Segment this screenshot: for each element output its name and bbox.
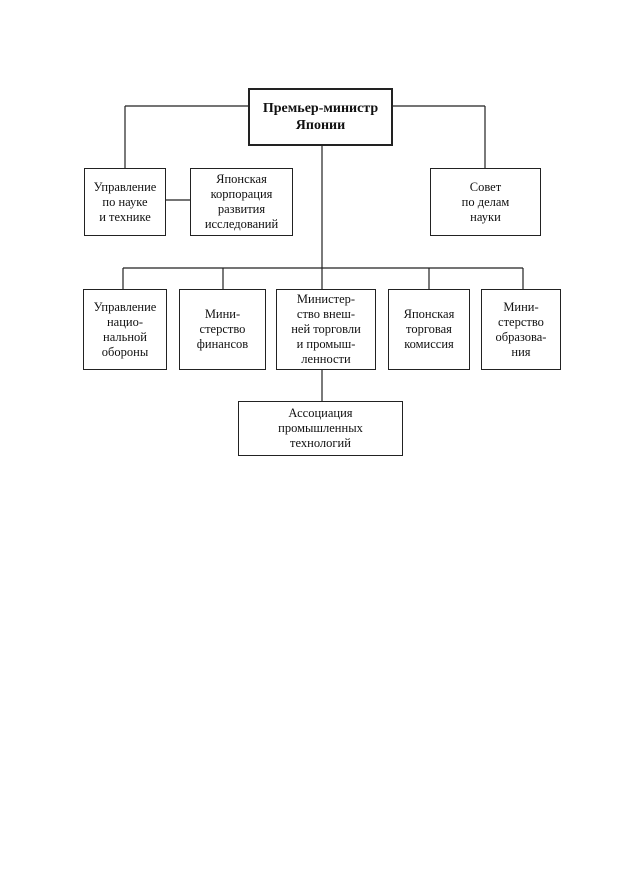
node-technology-association: Ассоциация промышленных технологий <box>238 401 403 456</box>
node-label: Ассоциация промышленных технологий <box>278 406 363 450</box>
node-defense-agency: Управление нацио- нальной обороны <box>83 289 167 370</box>
node-label: Мини- стерство образова- ния <box>495 299 547 359</box>
node-research-corporation: Японская корпорация развития исследовани… <box>190 168 293 236</box>
node-label: Министер- ство внеш- ней торговли и пром… <box>291 292 361 366</box>
node-label: Управление по науке и технике <box>93 179 157 224</box>
node-label: Японская торговая комиссия <box>403 307 455 351</box>
node-science-council: Совет по делам науки <box>430 168 541 236</box>
node-science-agency: Управление по науке и технике <box>84 168 166 236</box>
node-education-ministry: Мини- стерство образова- ния <box>481 289 561 370</box>
node-finance-ministry: Мини- стерство финансов <box>179 289 266 370</box>
node-trade-ministry: Министер- ство внеш- ней торговли и пром… <box>276 289 376 370</box>
node-label: Мини- стерство финансов <box>196 307 249 351</box>
node-label: Японская корпорация развития исследовани… <box>204 172 279 231</box>
node-trade-commission: Японская торговая комиссия <box>388 289 470 370</box>
node-label: Совет по делам науки <box>461 179 510 224</box>
node-prime-minister: Премьер-министр Японии <box>248 88 393 146</box>
node-label: Управление нацио- нальной обороны <box>93 299 157 359</box>
node-label: Премьер-министр Японии <box>262 101 379 133</box>
